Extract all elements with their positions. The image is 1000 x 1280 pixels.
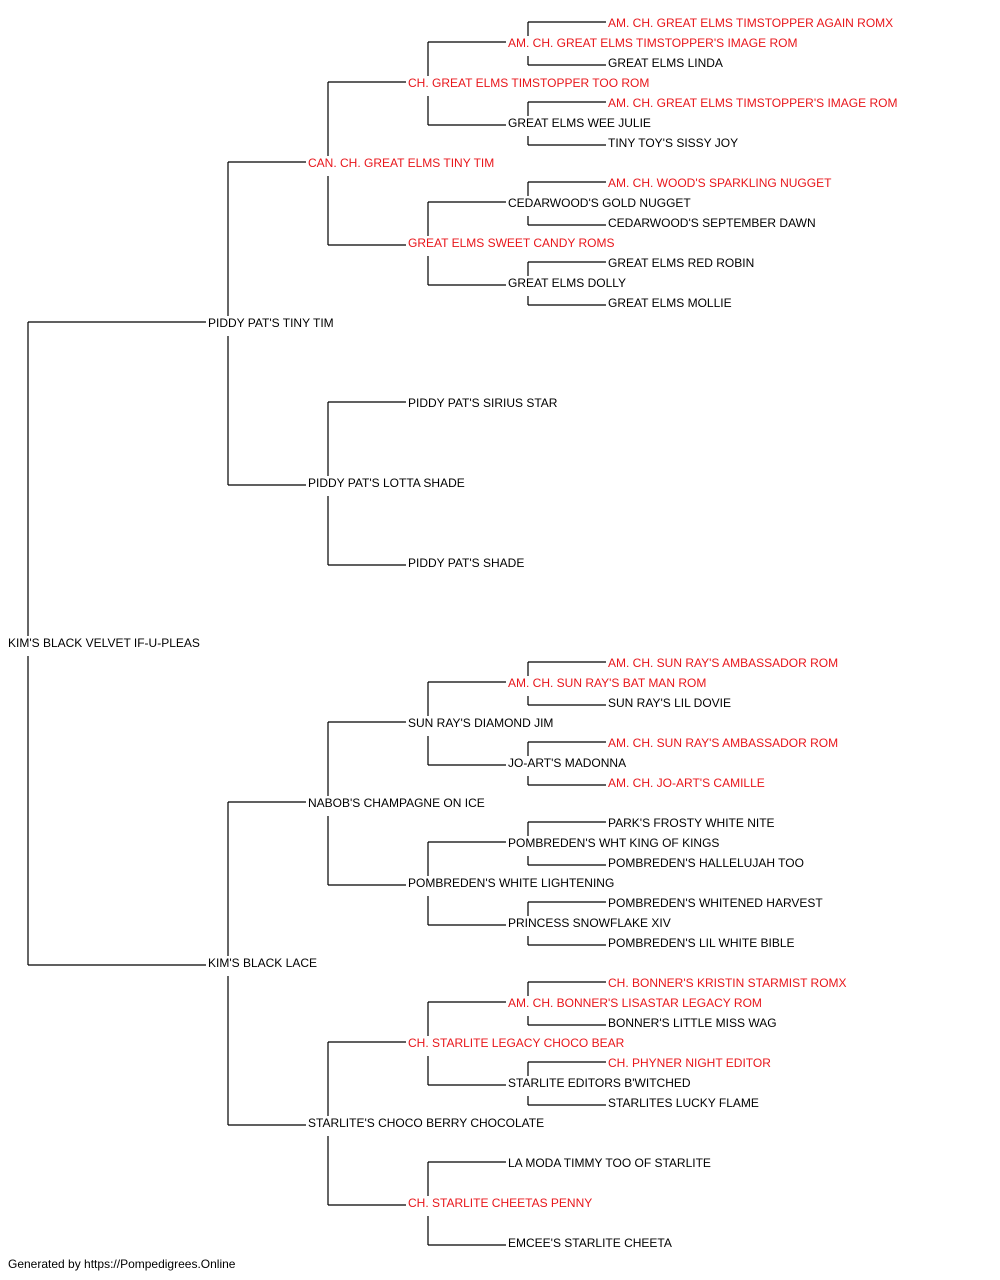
dam-name: KIM'S BLACK LACE — [208, 956, 317, 970]
gen5-ancestor-name: GREAT ELMS RED ROBIN — [608, 256, 754, 270]
gen5-ancestor-name: AM. CH. GREAT ELMS TIMSTOPPER'S IMAGE RO… — [608, 96, 897, 110]
gen5-ancestor-name: PARK'S FROSTY WHITE NITE — [608, 816, 775, 830]
granddam-paternal-name: PIDDY PAT'S LOTTA SHADE — [308, 476, 465, 490]
gen5-ancestor-name: CEDARWOOD'S SEPTEMBER DAWN — [608, 216, 816, 230]
gen5-ancestor-name: POMBREDEN'S HALLELUJAH TOO — [608, 856, 804, 870]
gen4-ancestor-name: AM. CH. SUN RAY'S BAT MAN ROM — [508, 676, 706, 690]
gen4-ancestor-name: GREAT ELMS WEE JULIE — [508, 116, 651, 130]
great-grandparent-name: GREAT ELMS SWEET CANDY ROMS — [408, 236, 614, 250]
gen5-ancestor-name: SUN RAY'S LIL DOVIE — [608, 696, 731, 710]
gen5-ancestor-name: CH. PHYNER NIGHT EDITOR — [608, 1056, 771, 1070]
gen4-ancestor-name: STARLITE EDITORS B'WITCHED — [508, 1076, 691, 1090]
gen4-ancestor-name: LA MODA TIMMY TOO OF STARLITE — [508, 1156, 711, 1170]
grandsire-paternal-name: CAN. CH. GREAT ELMS TINY TIM — [308, 156, 494, 170]
great-grandparent-name: CH. GREAT ELMS TIMSTOPPER TOO ROM — [408, 76, 649, 90]
gen5-ancestor-name: AM. CH. JO-ART'S CAMILLE — [608, 776, 765, 790]
great-grandparent-name: CH. STARLITE CHEETAS PENNY — [408, 1196, 592, 1210]
gen4-ancestor-name: JO-ART'S MADONNA — [508, 756, 626, 770]
gen5-ancestor-name: STARLITES LUCKY FLAME — [608, 1096, 759, 1110]
gen5-ancestor-name: GREAT ELMS LINDA — [608, 56, 723, 70]
gen4-ancestor-name: PRINCESS SNOWFLAKE XIV — [508, 916, 671, 930]
gen5-ancestor-name: GREAT ELMS MOLLIE — [608, 296, 732, 310]
gen4-ancestor-name: CEDARWOOD'S GOLD NUGGET — [508, 196, 691, 210]
generated-by-footer: Generated by https://Pompedigrees.Online — [8, 1257, 236, 1271]
gen5-ancestor-name: POMBREDEN'S LIL WHITE BIBLE — [608, 936, 795, 950]
gen5-ancestor-name: AM. CH. SUN RAY'S AMBASSADOR ROM — [608, 736, 838, 750]
great-grandparent-name: PIDDY PAT'S SHADE — [408, 556, 524, 570]
sire-name: PIDDY PAT'S TINY TIM — [208, 316, 334, 330]
great-grandparent-name: SUN RAY'S DIAMOND JIM — [408, 716, 553, 730]
gen5-ancestor-name: CH. BONNER'S KRISTIN STARMIST ROMX — [608, 976, 847, 990]
gen5-ancestor-name: TINY TOY'S SISSY JOY — [608, 136, 738, 150]
gen4-ancestor-name: AM. CH. BONNER'S LISASTAR LEGACY ROM — [508, 996, 762, 1010]
connector-lines — [27, 21, 606, 1246]
gen5-ancestor-name: POMBREDEN'S WHITENED HARVEST — [608, 896, 823, 910]
gen5-ancestor-name: AM. CH. WOOD'S SPARKLING NUGGET — [608, 176, 832, 190]
gen4-ancestor-name: AM. CH. GREAT ELMS TIMSTOPPER'S IMAGE RO… — [508, 36, 797, 50]
subject-name: KIM'S BLACK VELVET IF-U-PLEAS — [8, 636, 200, 650]
grandsire-maternal-name: NABOB'S CHAMPAGNE ON ICE — [308, 796, 485, 810]
gen5-ancestor-name: BONNER'S LITTLE MISS WAG — [608, 1016, 777, 1030]
gen5-ancestor-name: AM. CH. SUN RAY'S AMBASSADOR ROM — [608, 656, 838, 670]
gen4-ancestor-name: POMBREDEN'S WHT KING OF KINGS — [508, 836, 719, 850]
gen4-ancestor-name: GREAT ELMS DOLLY — [508, 276, 626, 290]
great-grandparent-name: POMBREDEN'S WHITE LIGHTENING — [408, 876, 614, 890]
gen5-ancestor-name: AM. CH. GREAT ELMS TIMSTOPPER AGAIN ROMX — [608, 16, 893, 30]
name-labels: KIM'S BLACK VELVET IF-U-PLEAS PIDDY PAT'S… — [8, 16, 897, 1250]
great-grandparent-name: CH. STARLITE LEGACY CHOCO BEAR — [408, 1036, 625, 1050]
gen4-ancestor-name: EMCEE'S STARLITE CHEETA — [508, 1236, 672, 1250]
great-grandparent-name: PIDDY PAT'S SIRIUS STAR — [408, 396, 558, 410]
granddam-maternal-name: STARLITE'S CHOCO BERRY CHOCOLATE — [308, 1116, 544, 1130]
